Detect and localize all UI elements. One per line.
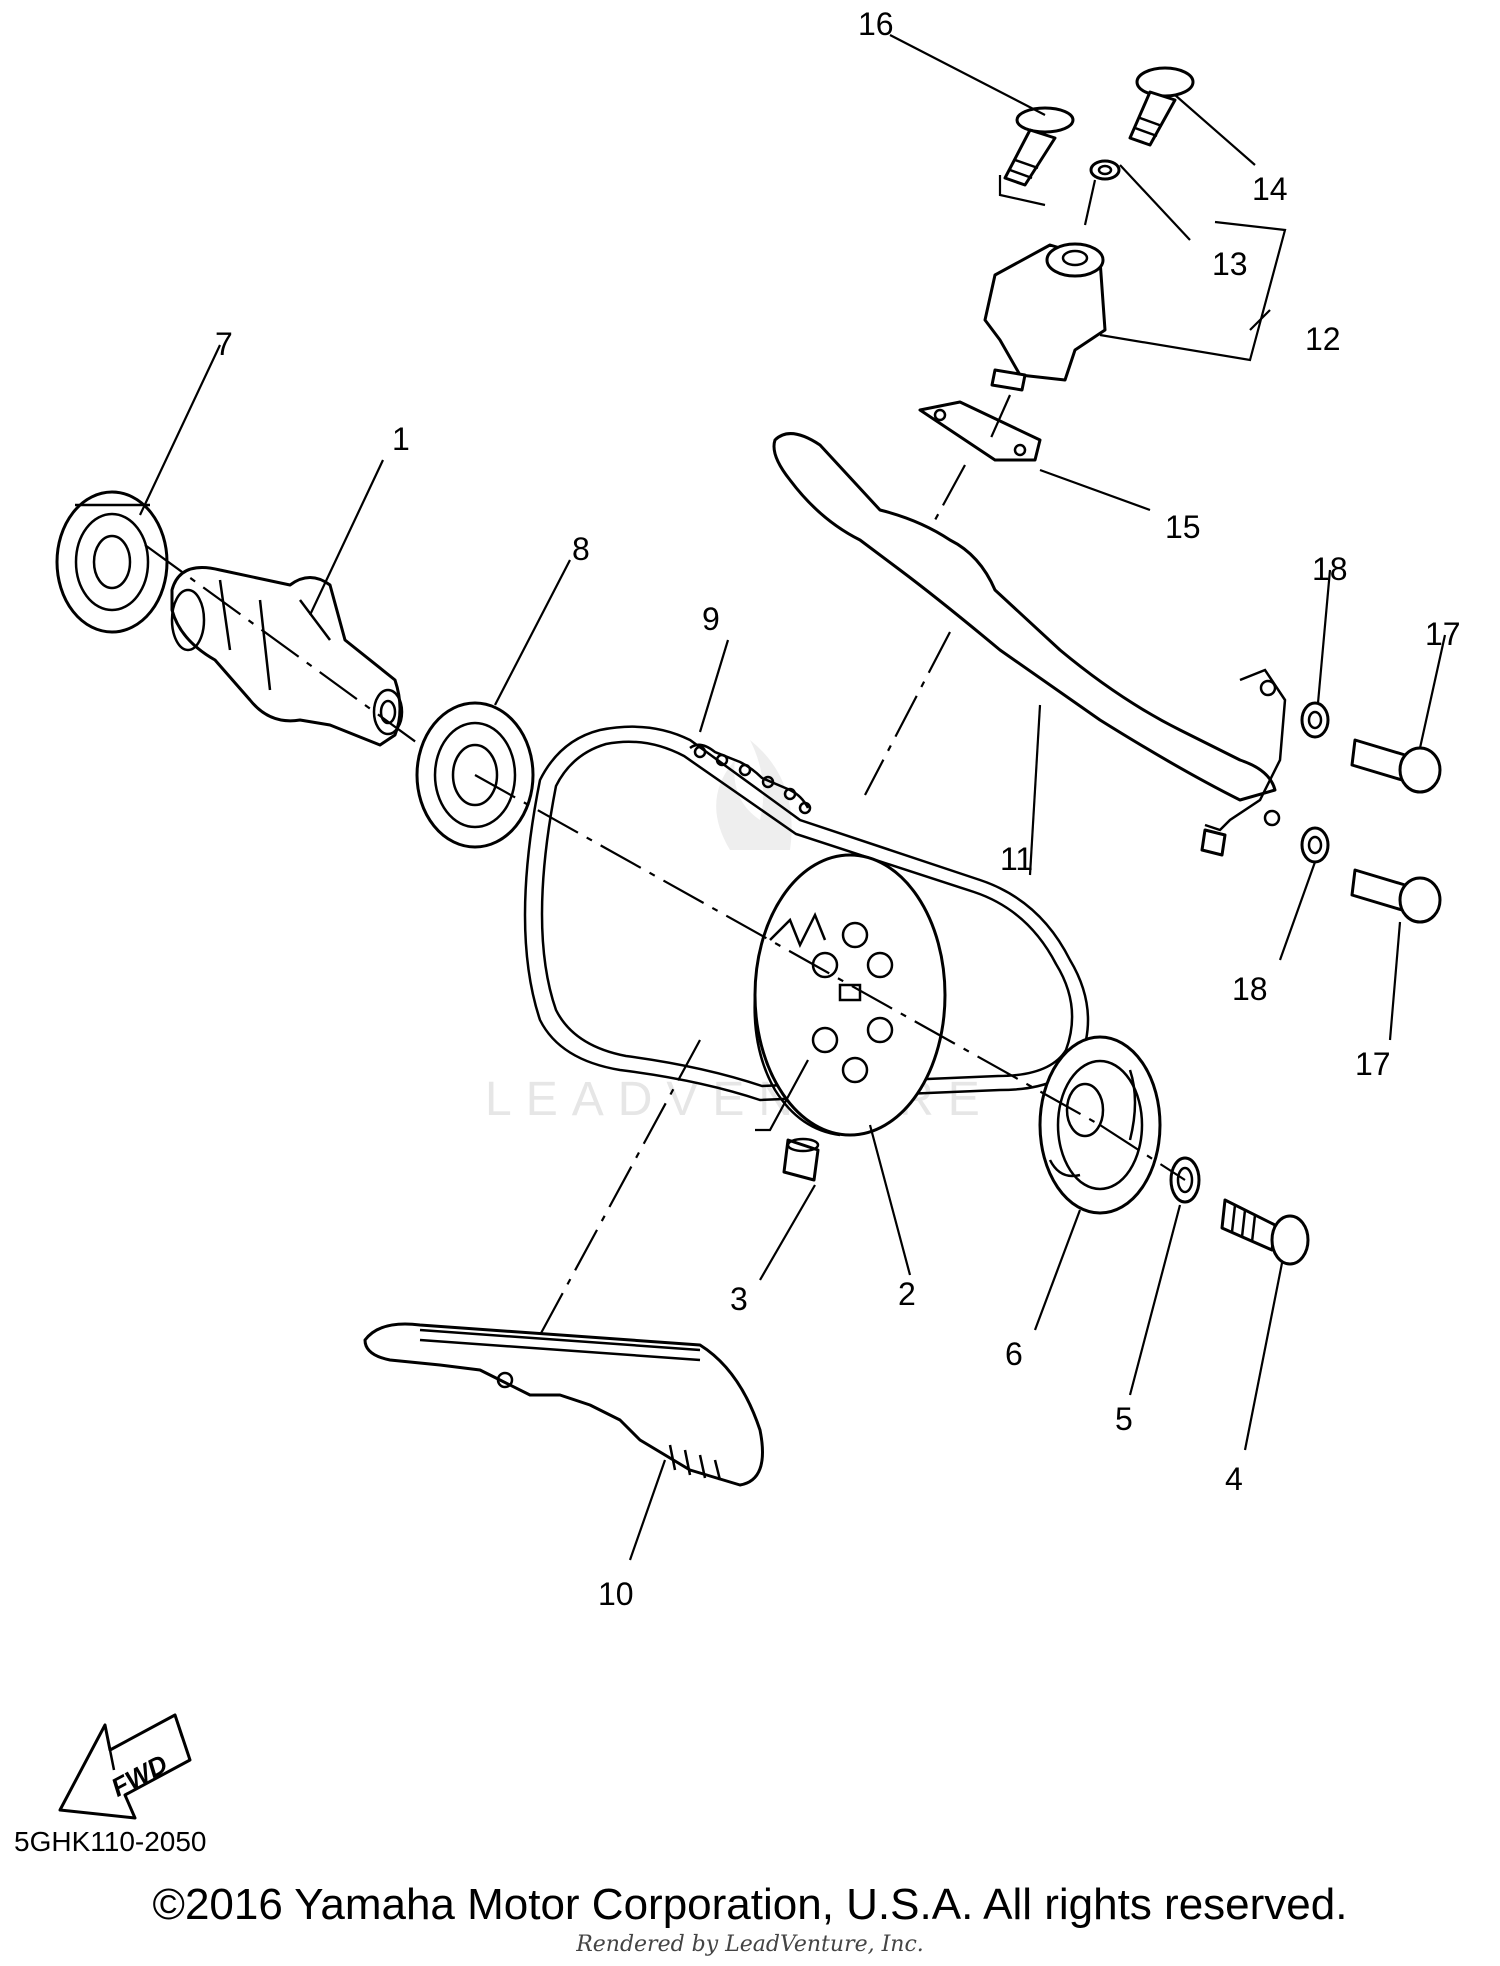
callout-9: 9 [702,601,720,637]
washer-18-upper [1300,701,1330,739]
callout-7: 7 [215,326,233,362]
bolt-17-upper [1350,738,1442,794]
diagram-code: 5GHK110-2050 [14,1826,207,1857]
bolt-16 [1003,106,1075,187]
leader-lines [139,34,1447,1561]
fwd-arrow-icon: FWD [58,1713,192,1820]
callout-labels: 1 2 3 4 5 6 7 8 9 10 11 12 13 14 15 16 1… [215,6,1461,1612]
bearing-7 [55,490,169,634]
copyright-notice: ©2016 Yamaha Motor Corporation, U.S.A. A… [152,1880,1348,1929]
callout-3: 3 [730,1281,748,1317]
camshaft-1 [170,566,404,747]
callout-8: 8 [572,531,590,567]
callout-18-lower: 18 [1232,971,1268,1007]
cam-chain-9 [523,725,1090,1102]
callout-16: 16 [858,6,894,42]
bolt-17-lower [1350,868,1442,924]
callout-1: 1 [392,421,410,457]
bolt-4 [1220,1198,1310,1266]
gasket-13 [1089,159,1121,181]
callout-18-upper: 18 [1312,551,1348,587]
cam-sprocket-2 [753,853,947,1137]
dowel-pin-3 [755,1059,820,1182]
washer-18-lower [1300,826,1330,864]
rendered-by-credit: Rendered by LeadVenture, Inc. [576,1932,924,1957]
chain-links [689,743,812,815]
callout-6: 6 [1005,1336,1023,1372]
callout-2: 2 [898,1276,916,1312]
callout-13: 13 [1212,246,1248,282]
tensioner-guide-11 [772,432,1287,857]
callout-17-upper: 17 [1425,616,1461,652]
callout-11: 11 [1000,841,1033,877]
bolt-14 [1128,66,1195,147]
callout-14: 14 [1252,171,1288,207]
callout-17-lower: 17 [1355,1046,1391,1082]
callout-4: 4 [1225,1461,1243,1497]
alignment-lines [144,175,1186,1336]
callout-10: 10 [598,1576,634,1612]
gasket-15 [918,400,1042,462]
tensioner-12 [983,242,1107,392]
chain-guide-10 [363,1322,764,1487]
callout-15: 15 [1165,509,1201,545]
callout-12: 12 [1305,321,1341,357]
callout-5: 5 [1115,1401,1133,1437]
